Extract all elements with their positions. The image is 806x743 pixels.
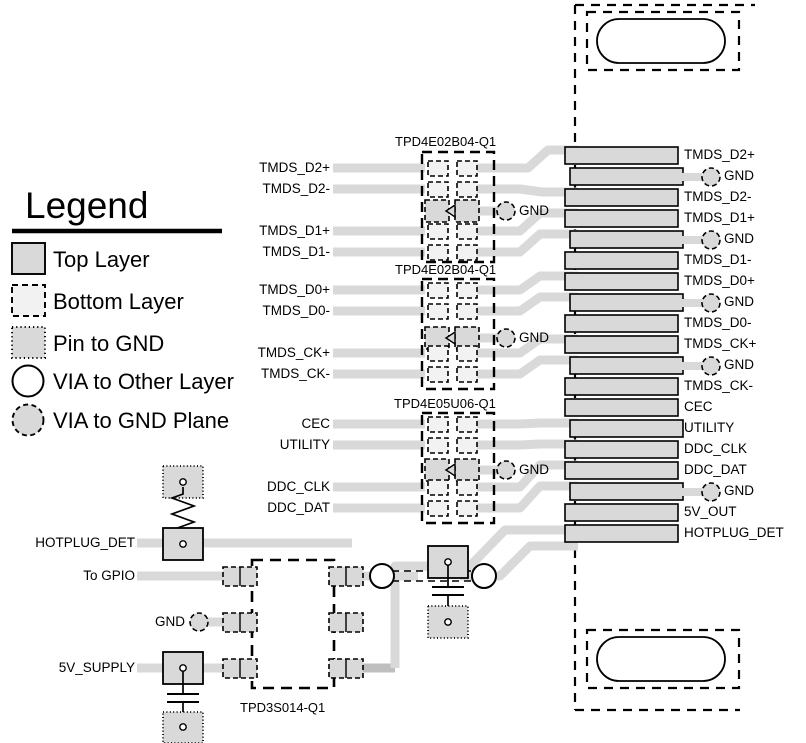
output-capacitor [427,545,469,639]
signal-label-tmds-d0p: TMDS_D0+ [259,282,330,297]
signal-label-ddc-dat: DDC_DAT [267,500,330,515]
signal-label-cec: CEC [301,416,330,431]
package-label-esd-3: TPD4E05U06-Q1 [394,396,496,411]
connector-pad-label-14: UTILITY [684,420,735,435]
connector-pad-label-18: 5V_OUT [684,504,737,519]
package-label-power-switch: TPD3S014-Q1 [240,700,326,715]
legend-label-bottom-layer: Bottom Layer [53,289,184,314]
signal-label-tmds-d0n: TMDS_D0- [262,303,330,318]
signal-label-tmds-d2n: TMDS_D2- [262,181,330,196]
connector-pad-label-6: TMDS_D1- [684,252,752,267]
layer-change-vias [369,563,497,589]
signal-label-tmds-d1p: TMDS_D1+ [259,223,330,238]
mounting-hole-top [585,10,741,72]
legend-label-via-other-layer: VIA to Other Layer [53,369,234,394]
power-switch-gnd-via [189,612,209,632]
connector-pad-label-13: CEC [684,399,713,414]
mounting-hole-bottom [585,628,741,690]
connector-pad-label-12: TMDS_CK- [684,378,754,393]
connector-pad-label-8: GND [724,294,754,309]
esd-package-1 [420,150,496,264]
legend-label-top-layer: Top Layer [53,247,150,272]
power-switch-package [222,558,364,690]
legend-swatch-top-layer [11,242,46,275]
connector-pad-label-16: DDC_DAT [684,462,747,477]
connector-pad-label-10: TMDS_CK+ [684,336,757,351]
legend-label-pin-to-gnd: Pin to GND [53,331,165,356]
signal-label-utility: UTILITY [279,437,330,452]
connector-pad-label-17: GND [724,483,754,498]
legend-swatch-pin-to-gnd [11,326,46,359]
connector-pad-label-9: TMDS_D0- [684,315,752,330]
legend-title: Legend [25,185,149,226]
connector-pad-label-1: TMDS_D2+ [684,147,755,162]
traces-label-rails [137,538,333,673]
hotplug-pullup-resistor [162,465,204,561]
signal-label-tmds-ckp: TMDS_CK+ [257,345,330,360]
signal-label-5v-supply: 5V_SUPPLY [58,660,135,675]
package-label-esd-1: TPD4E02B04-Q1 [395,134,497,149]
esd-package-2 [420,277,496,391]
connector-pad-label-7: TMDS_D0+ [684,273,755,288]
signal-label-tmds-d2p: TMDS_D2+ [259,160,330,175]
connector-pad-label-4: TMDS_D1+ [684,210,755,225]
traces-left-signals [333,163,425,513]
esd-package-3 [420,411,496,525]
signal-label-tmds-d1n: TMDS_D1- [262,244,330,259]
connector-gnd-vias [701,167,721,502]
signal-label-gnd-power: GND [155,614,185,629]
signal-label-hotplug-det: HOTPLUG_DET [35,535,135,550]
connector-pads [564,146,684,543]
esd-gnd-label-2: GND [519,330,549,345]
signal-label-ddc-clk: DDC_CLK [266,479,330,494]
legend-swatch-bottom-layer [11,284,46,317]
signal-label-tmds-ckn: TMDS_CK- [260,366,330,381]
signal-label-to-gpio: To GPIO [83,568,135,583]
decoupling-capacitor [162,651,204,743]
connector-pad-label-11: GND [724,357,754,372]
esd-gnd-label-3: GND [519,462,549,477]
legend-swatch-via-other-layer [11,364,45,398]
package-label-esd-2: TPD4E02B04-Q1 [395,262,497,277]
connector-pad-label-19: HOTPLUG_DET [684,525,784,540]
traces-connector-gnd-stubs [680,173,702,496]
esd-gnd-vias [496,201,516,480]
connector-pad-label-2: GND [724,168,754,183]
legend-swatch-via-gnd-plane [11,403,45,437]
esd-gnd-label-1: GND [519,203,549,218]
connector-pad-label-5: GND [724,231,754,246]
connector-pad-label-3: TMDS_D2- [684,189,752,204]
connector-pad-label-15: DDC_CLK [684,441,748,456]
legend-label-via-gnd-plane: VIA to GND Plane [53,408,230,433]
